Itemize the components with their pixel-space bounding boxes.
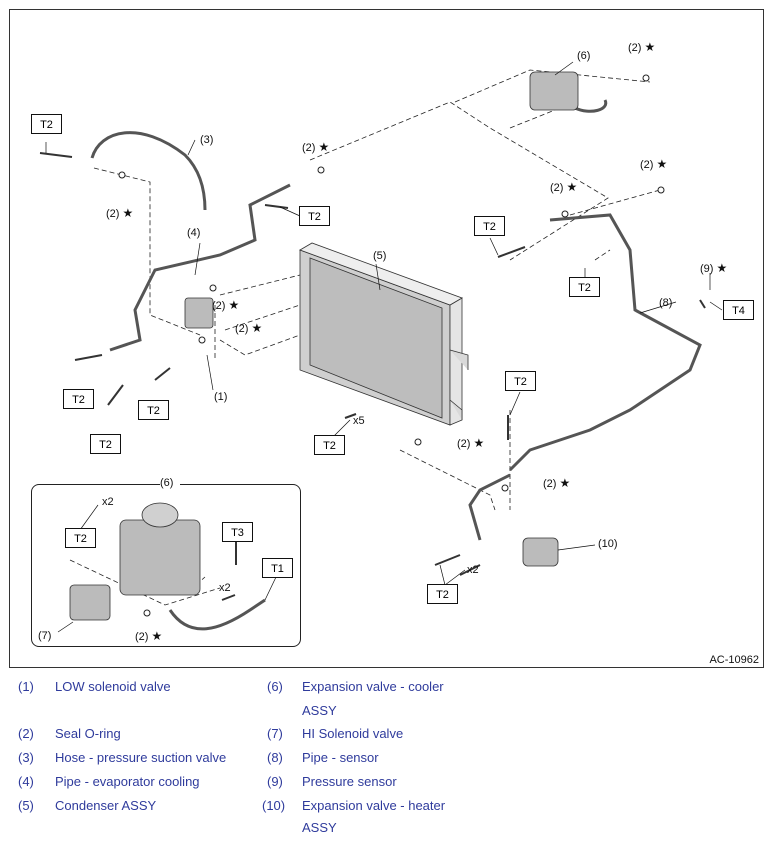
expansion-valve-cooler-drawing bbox=[529, 71, 579, 111]
callout-oring: (2) ★ bbox=[235, 321, 263, 335]
torque-box: T2 bbox=[31, 114, 62, 134]
star-icon: ★ bbox=[566, 180, 578, 194]
callout-oring: (2) ★ bbox=[628, 40, 656, 54]
legend-item: (8)Pipe - sensor bbox=[267, 750, 379, 765]
dashed-line bbox=[454, 69, 651, 103]
callout-oring: (2) ★ bbox=[302, 140, 330, 154]
legend-item: (7)HI Solenoid valve bbox=[267, 726, 404, 741]
diagram-drawing bbox=[39, 61, 723, 633]
legend-item-continued: ASSY bbox=[302, 820, 337, 835]
low-solenoid-valve-drawing bbox=[184, 297, 214, 329]
condenser-drawing bbox=[299, 242, 469, 426]
dashed-line bbox=[569, 189, 661, 216]
legend-item: (6)Expansion valve - cooler bbox=[267, 679, 444, 694]
callout-6-inset-label: (6) bbox=[160, 477, 174, 489]
torque-box: T2 bbox=[90, 434, 121, 454]
legend: (1)LOW solenoid valve (2)Seal O-ring (3)… bbox=[0, 672, 773, 842]
legend-item: (4)Pipe - evaporator cooling bbox=[18, 774, 200, 789]
torque-box: T2 bbox=[138, 400, 169, 420]
torque-box: T2 bbox=[65, 528, 96, 548]
qty-label: x2 bbox=[467, 564, 479, 576]
callout-oring: (2) ★ bbox=[550, 180, 578, 194]
callout-5: (5) bbox=[373, 250, 387, 262]
torque-box: T1 bbox=[262, 558, 293, 578]
torque-box: T2 bbox=[505, 371, 536, 391]
hose-3-drawing bbox=[90, 131, 207, 211]
legend-item: (2)Seal O-ring bbox=[18, 726, 121, 741]
star-icon: ★ bbox=[122, 206, 134, 220]
callout-10: (10) bbox=[598, 538, 618, 550]
star-icon: ★ bbox=[559, 476, 571, 490]
callout-oring: (2) ★ bbox=[135, 629, 163, 643]
legend-item: (9)Pressure sensor bbox=[267, 774, 397, 789]
legend-item: (5)Condenser ASSY bbox=[18, 798, 157, 813]
torque-box: T2 bbox=[314, 435, 345, 455]
star-icon: ★ bbox=[473, 436, 485, 450]
pipe-6-outlet bbox=[574, 99, 608, 113]
pipe-8-drawing bbox=[508, 213, 702, 472]
qty-label: x2 bbox=[102, 496, 114, 508]
pipe-10-drawing bbox=[468, 473, 511, 541]
callout-6-top: (6) bbox=[577, 50, 591, 62]
callout-7: (7) bbox=[38, 630, 52, 642]
callout-oring: (2) ★ bbox=[543, 476, 571, 490]
dashed-line bbox=[509, 109, 556, 129]
figure-code: AC-10962 bbox=[709, 654, 759, 666]
callout-oring: (2) ★ bbox=[106, 206, 134, 220]
callout-1: (1) bbox=[214, 391, 228, 403]
callout-oring: (2) ★ bbox=[212, 298, 240, 312]
legend-item: (3)Hose - pressure suction valve bbox=[18, 750, 227, 765]
star-icon: ★ bbox=[251, 321, 263, 335]
dashed-line bbox=[219, 274, 301, 296]
dashed-line bbox=[224, 304, 301, 331]
qty-label: x2 bbox=[219, 582, 231, 594]
star-icon: ★ bbox=[644, 40, 656, 54]
callout-oring: (2) ★ bbox=[640, 157, 668, 171]
torque-box: T4 bbox=[723, 300, 754, 320]
dashed-line bbox=[594, 249, 611, 261]
star-icon: ★ bbox=[656, 157, 668, 171]
qty-label: x5 bbox=[353, 415, 365, 427]
hi-solenoid-valve-drawing bbox=[69, 584, 111, 621]
torque-box: T2 bbox=[569, 277, 600, 297]
torque-box: T2 bbox=[299, 206, 330, 226]
legend-item: (10)Expansion valve - heater bbox=[262, 798, 446, 813]
dashed-line bbox=[69, 559, 221, 606]
torque-box: T3 bbox=[222, 522, 253, 542]
star-icon: ★ bbox=[151, 629, 163, 643]
callout-pressure-sensor: (9) ★ bbox=[700, 261, 728, 275]
dashed-line bbox=[93, 167, 201, 336]
inset-hose-drawing bbox=[168, 598, 266, 631]
torque-box: T2 bbox=[63, 389, 94, 409]
dashed-line bbox=[399, 449, 496, 511]
callout-8: (8) bbox=[659, 297, 673, 309]
legend-item: (1)LOW solenoid valve bbox=[18, 679, 171, 694]
inset-valve-body bbox=[119, 519, 201, 596]
star-icon: ★ bbox=[228, 298, 240, 312]
legend-item-continued: ASSY bbox=[302, 703, 337, 718]
star-icon: ★ bbox=[318, 140, 330, 154]
torque-box: T2 bbox=[474, 216, 505, 236]
pipe-4-drawing bbox=[109, 183, 291, 352]
exploded-diagram: (3) (4) (5) (1) (6) (8) (10) (6) (7) (2)… bbox=[9, 9, 764, 668]
callout-4: (4) bbox=[187, 227, 201, 239]
star-icon: ★ bbox=[716, 261, 728, 275]
torque-box: T2 bbox=[427, 584, 458, 604]
callout-3: (3) bbox=[200, 134, 214, 146]
expansion-valve-heater-drawing bbox=[522, 537, 559, 567]
dashed-line bbox=[219, 334, 301, 356]
callout-oring: (2) ★ bbox=[457, 436, 485, 450]
